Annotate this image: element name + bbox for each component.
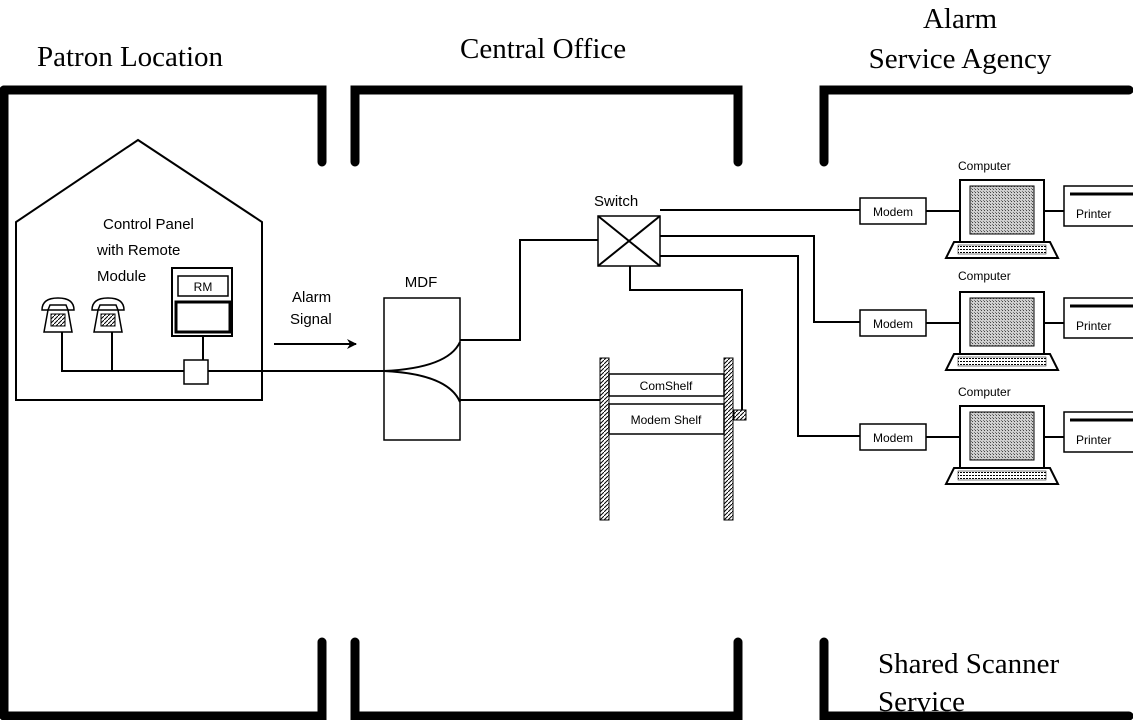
mdf-frame bbox=[383, 297, 461, 441]
control-panel-label-line2: with Remote bbox=[96, 242, 180, 259]
com-shelf bbox=[608, 373, 725, 397]
modem-label: Modem bbox=[873, 205, 913, 219]
mdf-crossconnect-upper bbox=[383, 341, 461, 372]
control-panel-unit: RM bbox=[171, 267, 233, 337]
printer-label: Printer bbox=[1076, 319, 1111, 333]
remote-module-box bbox=[177, 275, 229, 297]
patron-location-title: Patron Location bbox=[37, 41, 224, 73]
computer-icon bbox=[945, 179, 1059, 259]
modem-label: Modem bbox=[873, 317, 913, 331]
shared-scanner-title-line1: Shared Scanner bbox=[878, 648, 1060, 680]
rack-right-rail bbox=[723, 357, 734, 521]
computer-label: Computer bbox=[958, 269, 1011, 283]
computer-icon bbox=[945, 291, 1059, 371]
computer-icon bbox=[945, 405, 1059, 485]
alarm-signal-label-line1: Alarm bbox=[292, 289, 331, 306]
switch-to-modem-2-wire bbox=[660, 235, 860, 323]
computer-label: Computer bbox=[958, 385, 1011, 399]
agency-zone-top-border bbox=[819, 85, 1133, 167]
printer-label: Printer bbox=[1076, 433, 1111, 447]
modem-shelf-label: Modem Shelf bbox=[631, 413, 702, 427]
central-office-title: Central Office bbox=[460, 33, 626, 65]
control-panel-label-line1: Control Panel bbox=[103, 216, 194, 233]
telephone-icon bbox=[91, 297, 125, 333]
mdf-to-switch-wire bbox=[460, 239, 598, 341]
mdf-crossconnect-lower bbox=[383, 370, 461, 403]
agency-station-1: Computer Modem Printer bbox=[859, 159, 1133, 259]
rm-label: RM bbox=[194, 280, 213, 294]
switch-cross-icon bbox=[597, 215, 661, 267]
patron-line-wire bbox=[61, 332, 184, 372]
scanner-zone-bottom-border bbox=[819, 637, 1133, 720]
central-zone-bottom-border bbox=[350, 637, 743, 720]
alarm-agency-title-line1: Alarm bbox=[923, 3, 998, 35]
alarm-signal-label-line2: Signal bbox=[290, 311, 332, 328]
central-zone-top-border bbox=[350, 85, 743, 167]
control-panel-label-line3: Module bbox=[97, 268, 146, 285]
rack-left-rail bbox=[599, 357, 610, 521]
printer-label: Printer bbox=[1076, 207, 1111, 221]
switch-to-modem-shelf-wire bbox=[629, 266, 743, 414]
shelf-connector bbox=[733, 409, 747, 421]
modem-shelf bbox=[608, 403, 725, 435]
modem-label: Modem bbox=[873, 431, 913, 445]
patron-zone-top-border bbox=[0, 85, 327, 167]
telephone-icon bbox=[41, 297, 75, 333]
mdf-label: MDF bbox=[405, 274, 438, 291]
com-shelf-label: ComShelf bbox=[640, 379, 693, 393]
modem-box bbox=[859, 309, 927, 337]
agency-station-2: Computer Modem Printer bbox=[859, 269, 1133, 371]
modem-box bbox=[859, 423, 927, 451]
switch-label: Switch bbox=[594, 193, 638, 210]
switch-to-modem-3-wire bbox=[660, 255, 860, 437]
agency-station-3: Computer Modem Printer bbox=[859, 385, 1133, 485]
patron-zone-bottom-border bbox=[0, 637, 327, 720]
junction-box bbox=[183, 359, 209, 385]
alarm-agency-title-line2: Service Agency bbox=[869, 43, 1052, 75]
computer-label: Computer bbox=[958, 159, 1011, 173]
